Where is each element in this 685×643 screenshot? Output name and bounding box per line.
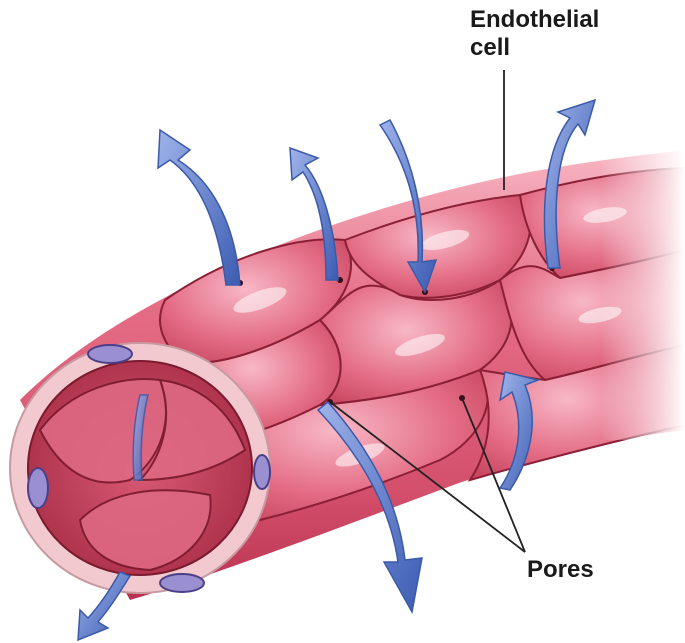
endothelial-cell-label: Endothelial cell (470, 6, 599, 62)
pores-label: Pores (527, 556, 594, 584)
arrow-up-left (158, 130, 240, 285)
endothelial-label-line1: Endothelial (470, 6, 599, 34)
endothelial-label-line2: cell (470, 34, 599, 62)
